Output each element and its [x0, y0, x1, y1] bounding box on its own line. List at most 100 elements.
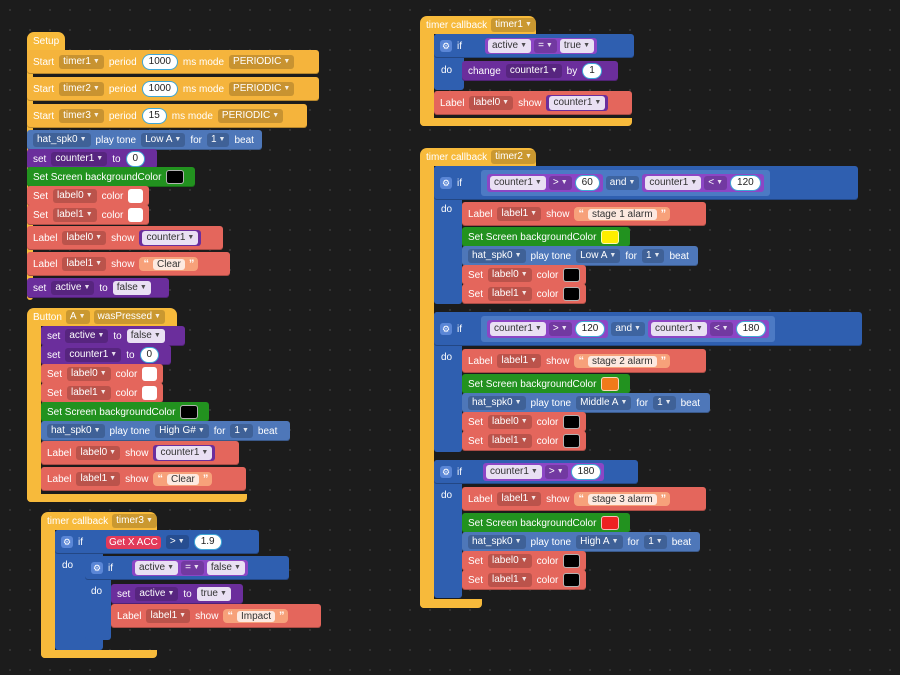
timer2-if2-row[interactable]: ⚙ if counter1▼ >▼ 120 and▼ counter1▼ <▼ …	[434, 312, 862, 346]
compare-block[interactable]: counter1▼ <▼ 180	[647, 320, 770, 338]
set-label1-color-block[interactable]: Set label1▼ color	[462, 431, 586, 451]
set-counter-block[interactable]: set counter1▼ to 0	[27, 149, 157, 169]
button-event-hat[interactable]: Button A▼ wasPressed▼	[27, 308, 177, 326]
color-swatch[interactable]	[563, 287, 580, 301]
boolean-dropdown[interactable]: true▼	[196, 587, 231, 601]
label0-show-block[interactable]: Label label0▼ show counter1▼	[41, 441, 239, 465]
set-label0-color-block[interactable]: Set label0▼ color	[41, 364, 163, 384]
threshold-input[interactable]: 1.9	[193, 534, 222, 550]
timer-dropdown[interactable]: timer2▼	[491, 150, 536, 164]
value-input[interactable]: 120	[574, 321, 606, 337]
play-tone-block[interactable]: hat_spk0▼ play tone Middle A▼ for 1▼ bea…	[462, 393, 710, 413]
label-dropdown[interactable]: label1▼	[146, 609, 191, 623]
variable-dropdown[interactable]: active▼	[51, 281, 95, 295]
operator-dropdown[interactable]: <▼	[704, 176, 728, 190]
variable-block[interactable]: counter1▼	[139, 230, 202, 246]
set-screen-bg-block[interactable]: Set Screen backgroundColor	[41, 402, 209, 422]
timer-dropdown[interactable]: timer1▼	[491, 18, 536, 32]
note-dropdown[interactable]: Low A▼	[576, 249, 621, 263]
beats-dropdown[interactable]: 1▼	[641, 249, 665, 263]
timer1-callback-hat[interactable]: timer callback timer1▼	[420, 16, 536, 34]
timer2-if3-row[interactable]: ⚙ if counter1▼ >▼ 180	[434, 460, 638, 484]
start-timer3-block[interactable]: Start timer3▼ period 15 ms mode PERIODIC…	[27, 104, 307, 128]
variable-dropdown[interactable]: counter1▼	[645, 176, 702, 190]
color-swatch[interactable]	[563, 268, 580, 282]
label-dropdown[interactable]: label1▼	[76, 472, 121, 486]
set-screen-bg-block[interactable]: Set Screen backgroundColor	[27, 167, 195, 187]
period-input[interactable]: 1000	[141, 81, 178, 97]
timer3-if-row[interactable]: ⚙ if Get X ACC >▼ 1.9	[55, 530, 259, 554]
string-block[interactable]: “stage 1 alarm”	[574, 207, 671, 221]
color-swatch[interactable]	[128, 208, 143, 222]
beats-dropdown[interactable]: 1▼	[644, 535, 667, 549]
set-label1-color-block[interactable]: Set label1▼ color	[462, 284, 586, 304]
event-dropdown[interactable]: wasPressed▼	[93, 310, 165, 324]
color-swatch[interactable]	[563, 554, 580, 568]
operator-dropdown[interactable]: >▼	[548, 176, 572, 190]
period-input[interactable]: 15	[141, 108, 167, 124]
set-label0-color-block[interactable]: Set label0▼ color	[462, 265, 586, 285]
variable-dropdown[interactable]: counter1▼	[490, 322, 546, 336]
operator-dropdown[interactable]: <▼	[709, 322, 733, 336]
string-block[interactable]: “stage 2 alarm”	[574, 354, 671, 368]
gear-icon[interactable]: ⚙	[61, 536, 73, 548]
operator-dropdown[interactable]: >▼	[544, 465, 568, 479]
operator-dropdown[interactable]: >▼	[165, 535, 189, 549]
gear-icon[interactable]: ⚙	[440, 177, 452, 189]
note-dropdown[interactable]: High G#▼	[155, 424, 209, 438]
label1-show-block[interactable]: Label label1▼ show “stage 2 alarm”	[462, 349, 706, 373]
speaker-dropdown[interactable]: hat_spk0▼	[468, 249, 526, 263]
note-dropdown[interactable]: Low A▼	[141, 133, 186, 147]
variable-dropdown[interactable]: active▼	[488, 39, 532, 53]
set-screen-bg-block[interactable]: Set Screen backgroundColor	[462, 374, 630, 394]
set-active-block[interactable]: set active▼ to false▼	[41, 326, 185, 346]
variable-dropdown[interactable]: active▼	[135, 561, 179, 575]
gear-icon[interactable]: ⚙	[91, 562, 103, 574]
set-screen-bg-block[interactable]: Set Screen backgroundColor	[462, 513, 630, 533]
string-block[interactable]: “Impact”	[223, 609, 289, 623]
beats-dropdown[interactable]: 1▼	[206, 133, 230, 147]
label-dropdown[interactable]: label1▼	[488, 434, 532, 448]
boolean-dropdown[interactable]: false▼	[126, 329, 165, 343]
setup-hat-block[interactable]: Setup	[27, 32, 66, 50]
variable-dropdown[interactable]: counter1▼	[51, 152, 108, 166]
speaker-dropdown[interactable]: hat_spk0▼	[468, 396, 526, 410]
timer-dropdown[interactable]: timer3▼	[59, 109, 104, 123]
note-dropdown[interactable]: Middle A▼	[576, 396, 632, 410]
beats-dropdown[interactable]: 1▼	[230, 424, 253, 438]
start-timer2-block[interactable]: Start timer2▼ period 1000 ms mode PERIOD…	[27, 77, 319, 101]
label-dropdown[interactable]: label0▼	[469, 96, 514, 110]
button-dropdown[interactable]: A▼	[65, 310, 90, 324]
label-dropdown[interactable]: label1▼	[497, 492, 542, 506]
set-active-block[interactable]: set active▼ to true▼	[111, 584, 243, 604]
compare-block[interactable]: active▼ =▼ true▼	[485, 38, 598, 54]
speaker-dropdown[interactable]: hat_spk0▼	[468, 535, 526, 549]
variable-dropdown[interactable]: counter1▼	[650, 322, 707, 336]
color-swatch[interactable]	[601, 377, 620, 391]
value-input[interactable]: 180	[735, 321, 767, 337]
gear-icon[interactable]: ⚙	[440, 40, 452, 52]
boolean-dropdown[interactable]: true▼	[559, 39, 595, 53]
color-swatch[interactable]	[180, 405, 199, 419]
compare-block[interactable]: counter1▼ <▼ 120	[642, 174, 764, 192]
value-input[interactable]: 60	[574, 175, 600, 191]
color-swatch[interactable]	[142, 386, 157, 400]
get-x-acc-block[interactable]: Get X ACC	[106, 535, 161, 549]
label-dropdown[interactable]: label1▼	[488, 287, 532, 301]
color-swatch[interactable]	[563, 434, 580, 448]
and-dropdown[interactable]: and▼	[611, 322, 645, 336]
label-dropdown[interactable]: label1▼	[53, 208, 97, 222]
label0-show-block[interactable]: Label label0▼ show counter1▼	[434, 91, 632, 115]
mode-dropdown[interactable]: PERIODIC▼	[229, 55, 295, 69]
variable-block[interactable]: counter1▼	[546, 95, 609, 111]
string-block[interactable]: “Clear”	[153, 472, 213, 486]
and-block[interactable]: counter1▼ >▼ 60 and▼ counter1▼ <▼ 120	[481, 170, 770, 196]
gear-icon[interactable]: ⚙	[440, 323, 452, 335]
set-active-block[interactable]: set active▼ to false▼	[27, 278, 169, 298]
value-input[interactable]: 180	[570, 464, 602, 480]
set-label0-color-block[interactable]: Set label0▼ color	[27, 186, 149, 206]
label-dropdown[interactable]: label1▼	[497, 207, 542, 221]
color-swatch[interactable]	[563, 573, 580, 587]
timer1-if-row[interactable]: ⚙ if active▼ =▼ true▼	[434, 34, 634, 58]
